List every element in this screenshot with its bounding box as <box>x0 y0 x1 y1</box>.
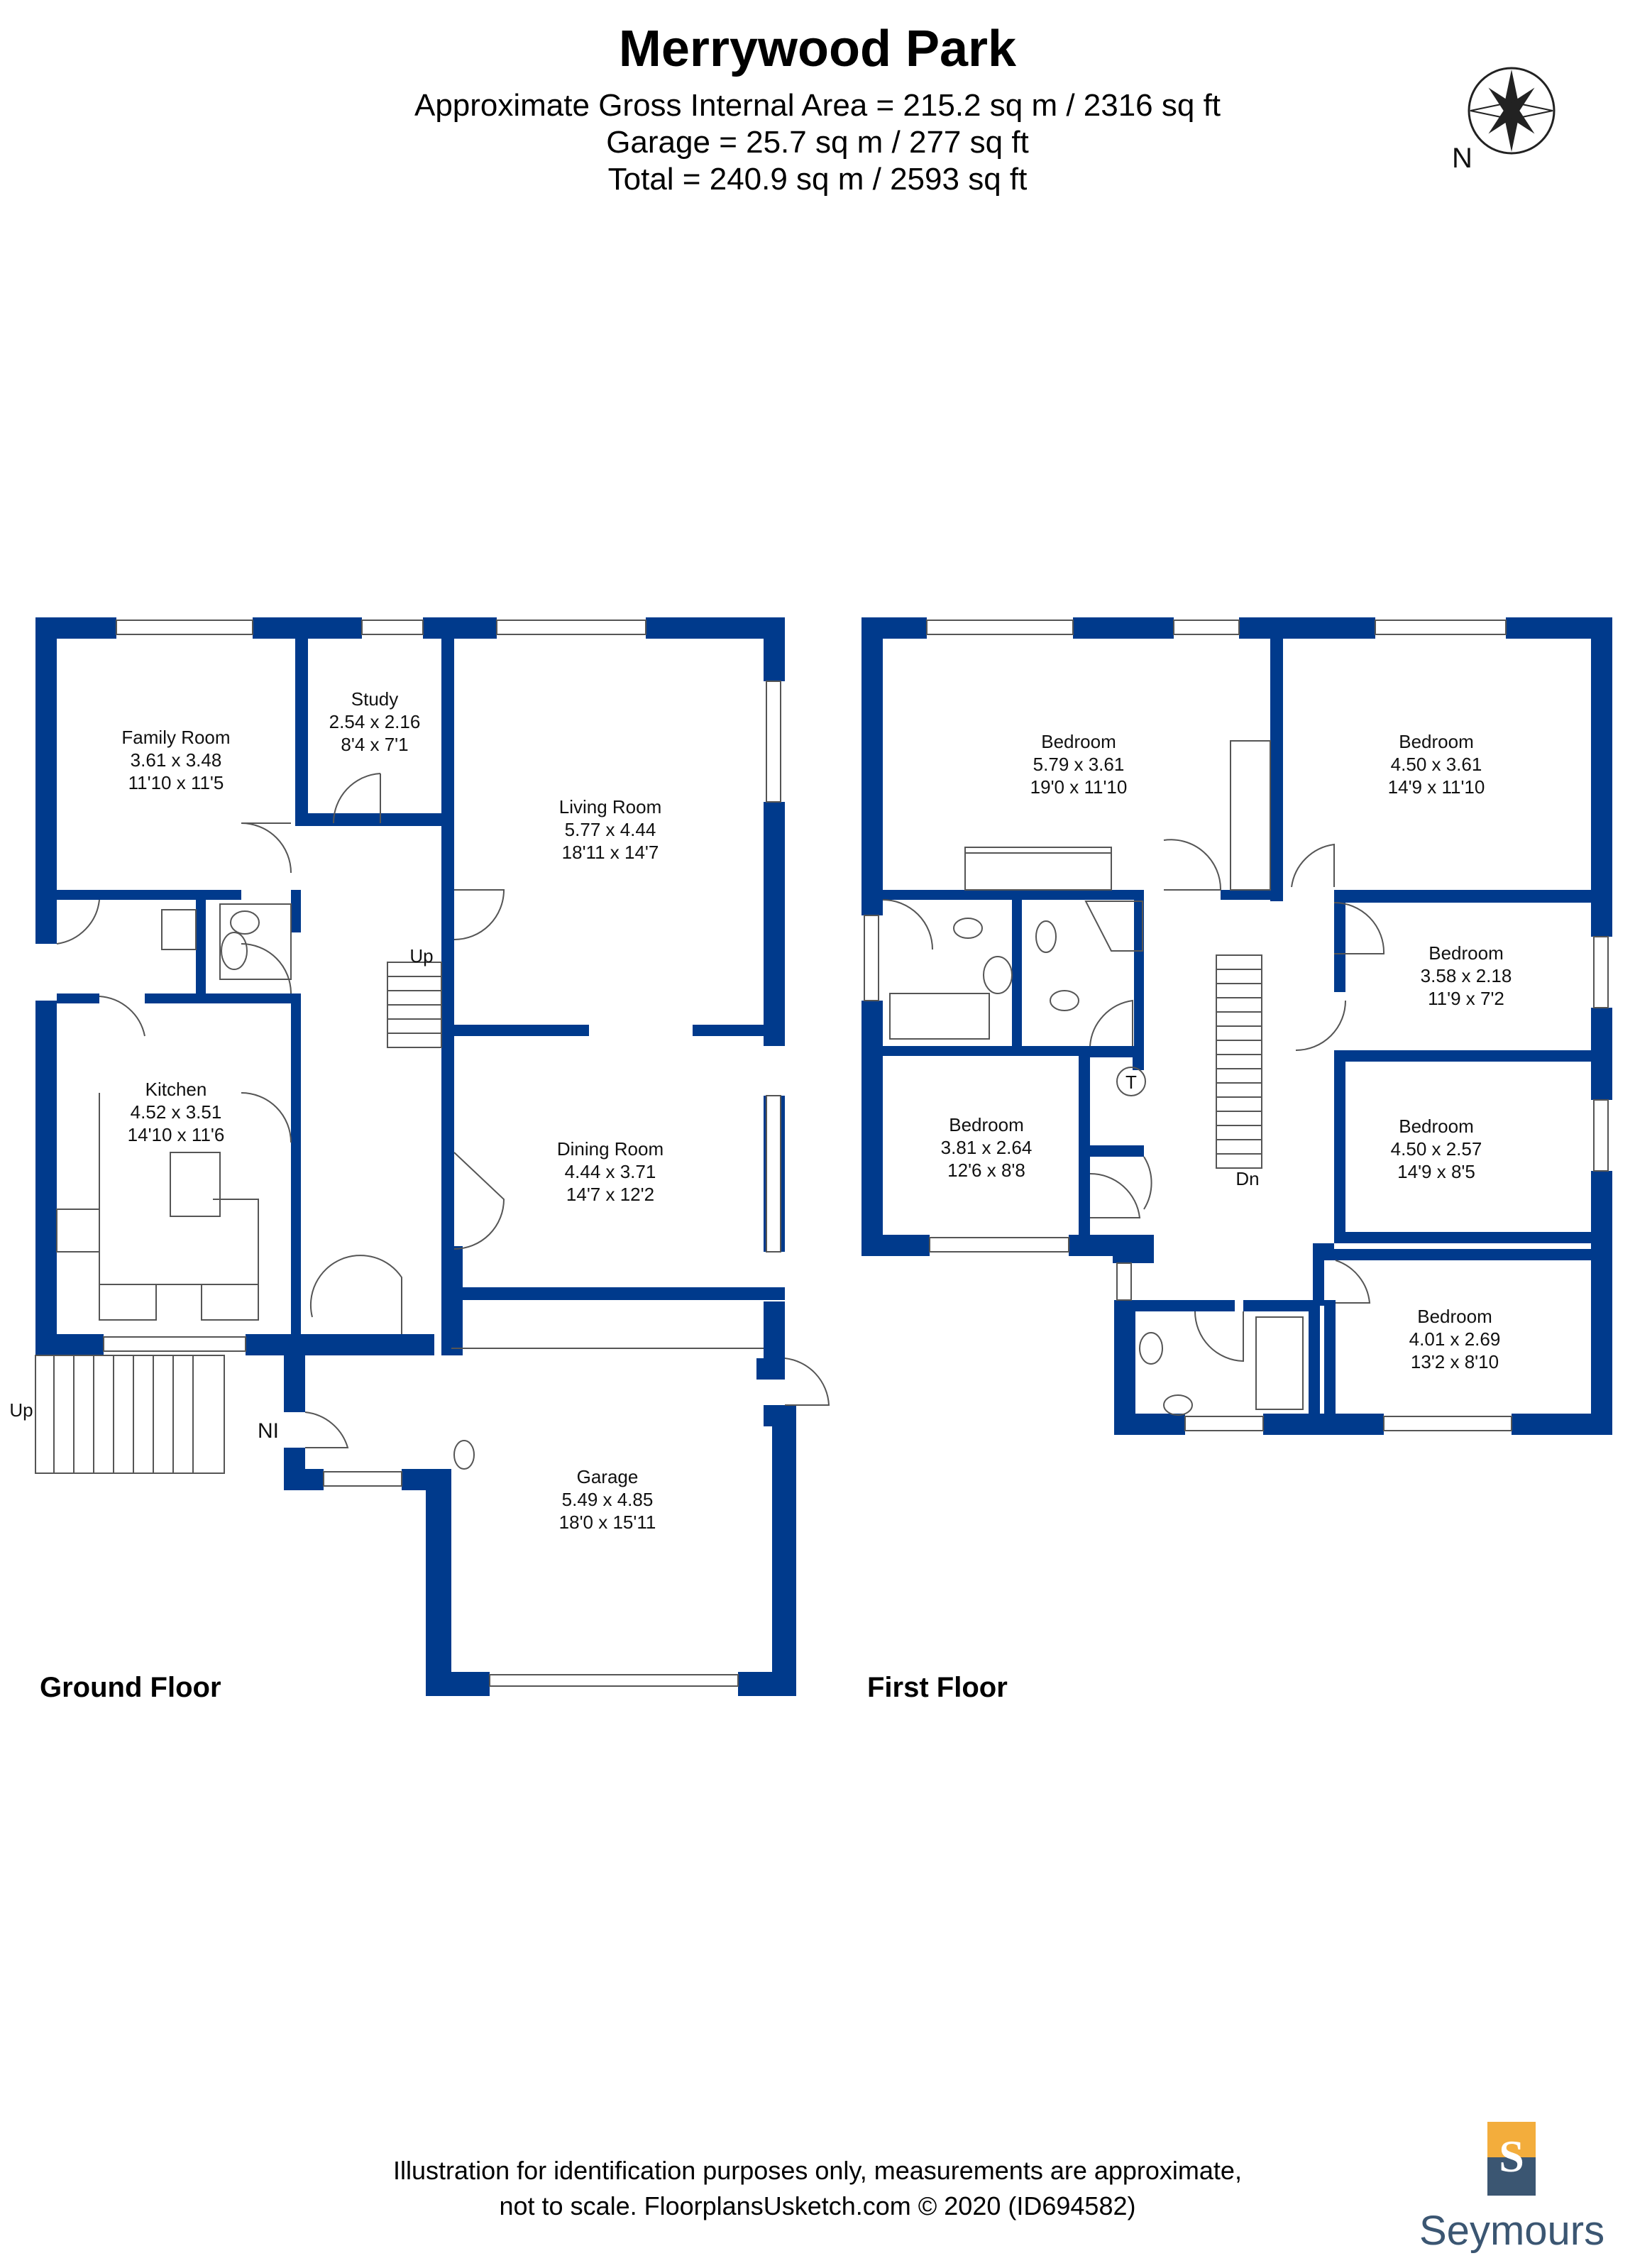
seymours-logo: S Seymours <box>1419 2122 1604 2257</box>
total-area-line: Total = 240.9 sq m / 2593 sq ft <box>607 162 1028 197</box>
disclaimer-line-2: not to scale. FloorplansUsketch.com © 20… <box>499 2191 1136 2220</box>
compass-icon <box>1468 67 1556 155</box>
room-metric: 5.79 x 3.61 <box>1033 754 1125 775</box>
room-metric: 5.77 x 4.44 <box>565 819 656 840</box>
ground-floor-room-labels: Family Room 3.61 x 3.48 11'10 x 11'5 Stu… <box>9 688 664 1533</box>
room-name: Study <box>351 688 399 710</box>
gross-area-line: Approximate Gross Internal Area = 215.2 … <box>414 88 1221 123</box>
logo-name: Seymours <box>1419 2208 1605 2254</box>
room-imperial: 11'9 x 7'2 <box>1428 988 1504 1009</box>
entrance-label: NI <box>258 1419 279 1443</box>
room-name: Bedroom <box>1399 731 1474 752</box>
room-imperial: 18'0 x 15'11 <box>559 1512 656 1533</box>
room-metric: 4.44 x 3.71 <box>565 1161 656 1182</box>
room-name: Bedroom <box>1428 942 1504 964</box>
stair-down-label: Dn <box>1235 1168 1259 1189</box>
stair-up-label: Up <box>409 945 433 967</box>
garage-area-line: Garage = 25.7 sq m / 277 sq ft <box>606 125 1029 160</box>
room-name: Bedroom <box>1417 1306 1492 1327</box>
room-imperial: 18'11 x 14'7 <box>562 842 659 863</box>
room-imperial: 14'7 x 12'2 <box>566 1184 654 1205</box>
room-metric: 3.81 x 2.64 <box>941 1137 1033 1158</box>
room-imperial: 12'6 x 8'8 <box>947 1160 1025 1181</box>
room-metric: 5.49 x 4.85 <box>562 1489 654 1510</box>
outside-stair-up-label: Up <box>9 1399 33 1421</box>
room-imperial: 19'0 x 11'10 <box>1030 776 1128 798</box>
first-floor-plan: T <box>861 617 1612 1435</box>
room-metric: 4.52 x 3.51 <box>131 1101 222 1123</box>
room-name: Bedroom <box>1399 1116 1474 1137</box>
room-metric: 2.54 x 2.16 <box>329 711 421 732</box>
room-name: Bedroom <box>1041 731 1116 752</box>
room-metric: 4.01 x 2.69 <box>1409 1328 1501 1350</box>
room-metric: 4.50 x 3.61 <box>1391 754 1482 775</box>
tank-label: T <box>1125 1072 1137 1093</box>
logo-mark <box>1487 2122 1536 2196</box>
room-imperial: 14'10 x 11'6 <box>128 1124 225 1145</box>
room-name: Family Room <box>121 727 230 748</box>
room-name: Dining Room <box>557 1138 664 1160</box>
room-metric: 4.50 x 2.57 <box>1391 1138 1482 1160</box>
ground-floor-label: Ground Floor <box>40 1672 221 1703</box>
disclaimer-line-1: Illustration for identification purposes… <box>393 2156 1242 2185</box>
room-metric: 3.58 x 2.18 <box>1421 965 1512 986</box>
room-imperial: 14'9 x 11'10 <box>1388 776 1485 798</box>
room-name: Living Room <box>559 796 662 818</box>
ground-floor-plan <box>35 617 830 1696</box>
room-imperial: 8'4 x 7'1 <box>341 734 408 755</box>
room-metric: 3.61 x 3.48 <box>131 749 222 771</box>
first-floor-room-labels: Bedroom 5.79 x 3.61 19'0 x 11'10 Bedroom… <box>941 731 1512 1372</box>
room-name: Garage <box>577 1466 639 1487</box>
room-name: Bedroom <box>949 1114 1024 1135</box>
plan-title: Merrywood Park <box>618 21 1017 77</box>
room-imperial: 11'10 x 11'5 <box>128 772 224 793</box>
room-name: Kitchen <box>145 1079 207 1100</box>
logo-letter: S <box>1499 2131 1524 2181</box>
room-imperial: 13'2 x 8'10 <box>1411 1351 1499 1372</box>
first-floor-label: First Floor <box>867 1672 1008 1703</box>
room-imperial: 14'9 x 8'5 <box>1397 1161 1475 1182</box>
compass-north-label: N <box>1452 143 1472 174</box>
